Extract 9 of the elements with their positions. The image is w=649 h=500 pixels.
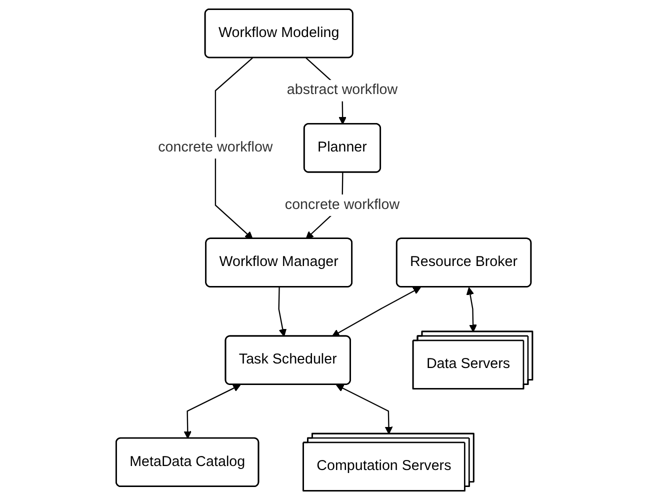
edge-label: concrete workflow [285, 197, 400, 212]
edge-label: abstract workflow [287, 82, 398, 98]
arrow [332, 286, 422, 337]
edge-label: concrete workflow [158, 140, 273, 156]
arrow [466, 287, 478, 332]
arrow [336, 384, 393, 434]
arrow [278, 287, 287, 337]
arrow [184, 384, 241, 439]
arrow [215, 58, 254, 240]
